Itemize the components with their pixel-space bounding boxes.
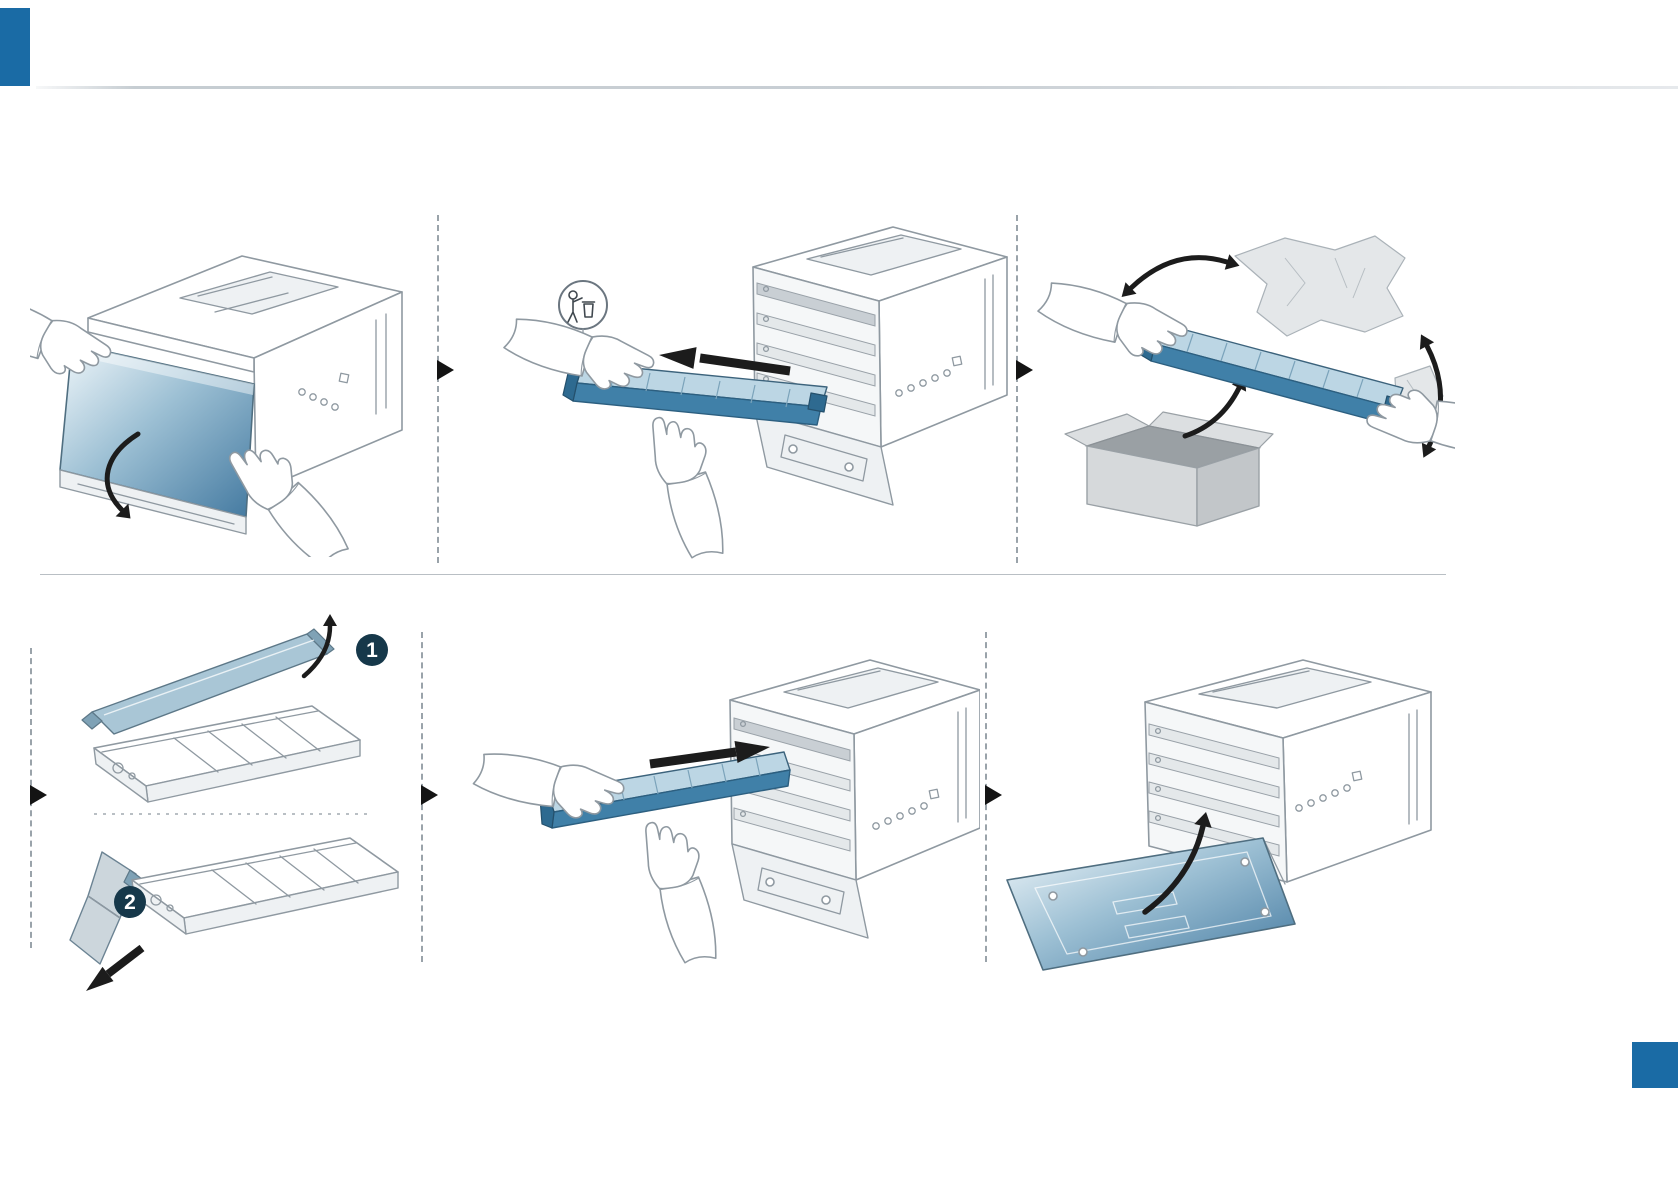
step-separator-dashed [437, 215, 439, 563]
cartridge-slots [733, 717, 851, 852]
page-number-tab [1632, 1042, 1678, 1088]
next-step-arrow-icon [1016, 360, 1033, 380]
step-separator-dashed [1016, 215, 1018, 563]
do-not-dispose-icon [558, 280, 608, 366]
header-rule [36, 86, 1678, 89]
right-hand [645, 408, 729, 564]
cardboard-box [1064, 411, 1274, 527]
illustration-open-front-cover [30, 255, 403, 557]
lift-cover-arrow [301, 614, 337, 679]
printer [1144, 659, 1432, 883]
step-1-label: 1 [366, 639, 378, 662]
front-cover-edge [71, 344, 254, 395]
pull-seal-arrow [86, 944, 145, 991]
illustration-insert-toner-cartridge [471, 659, 980, 969]
control-panel [1295, 770, 1363, 812]
control-panel [298, 372, 350, 411]
next-step-arrow-icon [437, 360, 454, 380]
opened-front-cover [731, 843, 869, 939]
close-cover-arrow [1142, 812, 1212, 915]
step-2-badge: 2 [114, 886, 146, 918]
control-panel [872, 788, 940, 830]
rotate-open-arrow [104, 431, 141, 519]
page-corner-tab-top [0, 8, 30, 86]
illustration-shake-cartridge-over-box [1035, 235, 1455, 527]
illustration-close-front-cover [1006, 659, 1432, 971]
printer [729, 659, 980, 939]
next-step-arrow-icon [421, 785, 438, 805]
next-step-arrow-icon [985, 785, 1002, 805]
shake-arrow-left [1121, 254, 1240, 297]
toner-cartridge-bottom [131, 837, 399, 935]
toner-cartridge [1140, 323, 1406, 426]
next-step-arrow-icon [30, 785, 47, 805]
illustration-pull-out-toner-cartridge [501, 226, 1008, 564]
opened-front-cover [754, 410, 894, 506]
right-hand [638, 813, 722, 969]
row-divider [40, 574, 1446, 575]
control-panel [895, 355, 963, 397]
printer [752, 226, 1008, 506]
illustration-remove-protective-cover-and-seal: 1 [69, 614, 399, 991]
pull-out-arrow [659, 347, 791, 376]
step-2-label: 2 [124, 891, 136, 914]
step-1-badge: 1 [356, 634, 388, 666]
toner-cartridge-top [93, 705, 361, 803]
insert-arrow [649, 741, 770, 769]
